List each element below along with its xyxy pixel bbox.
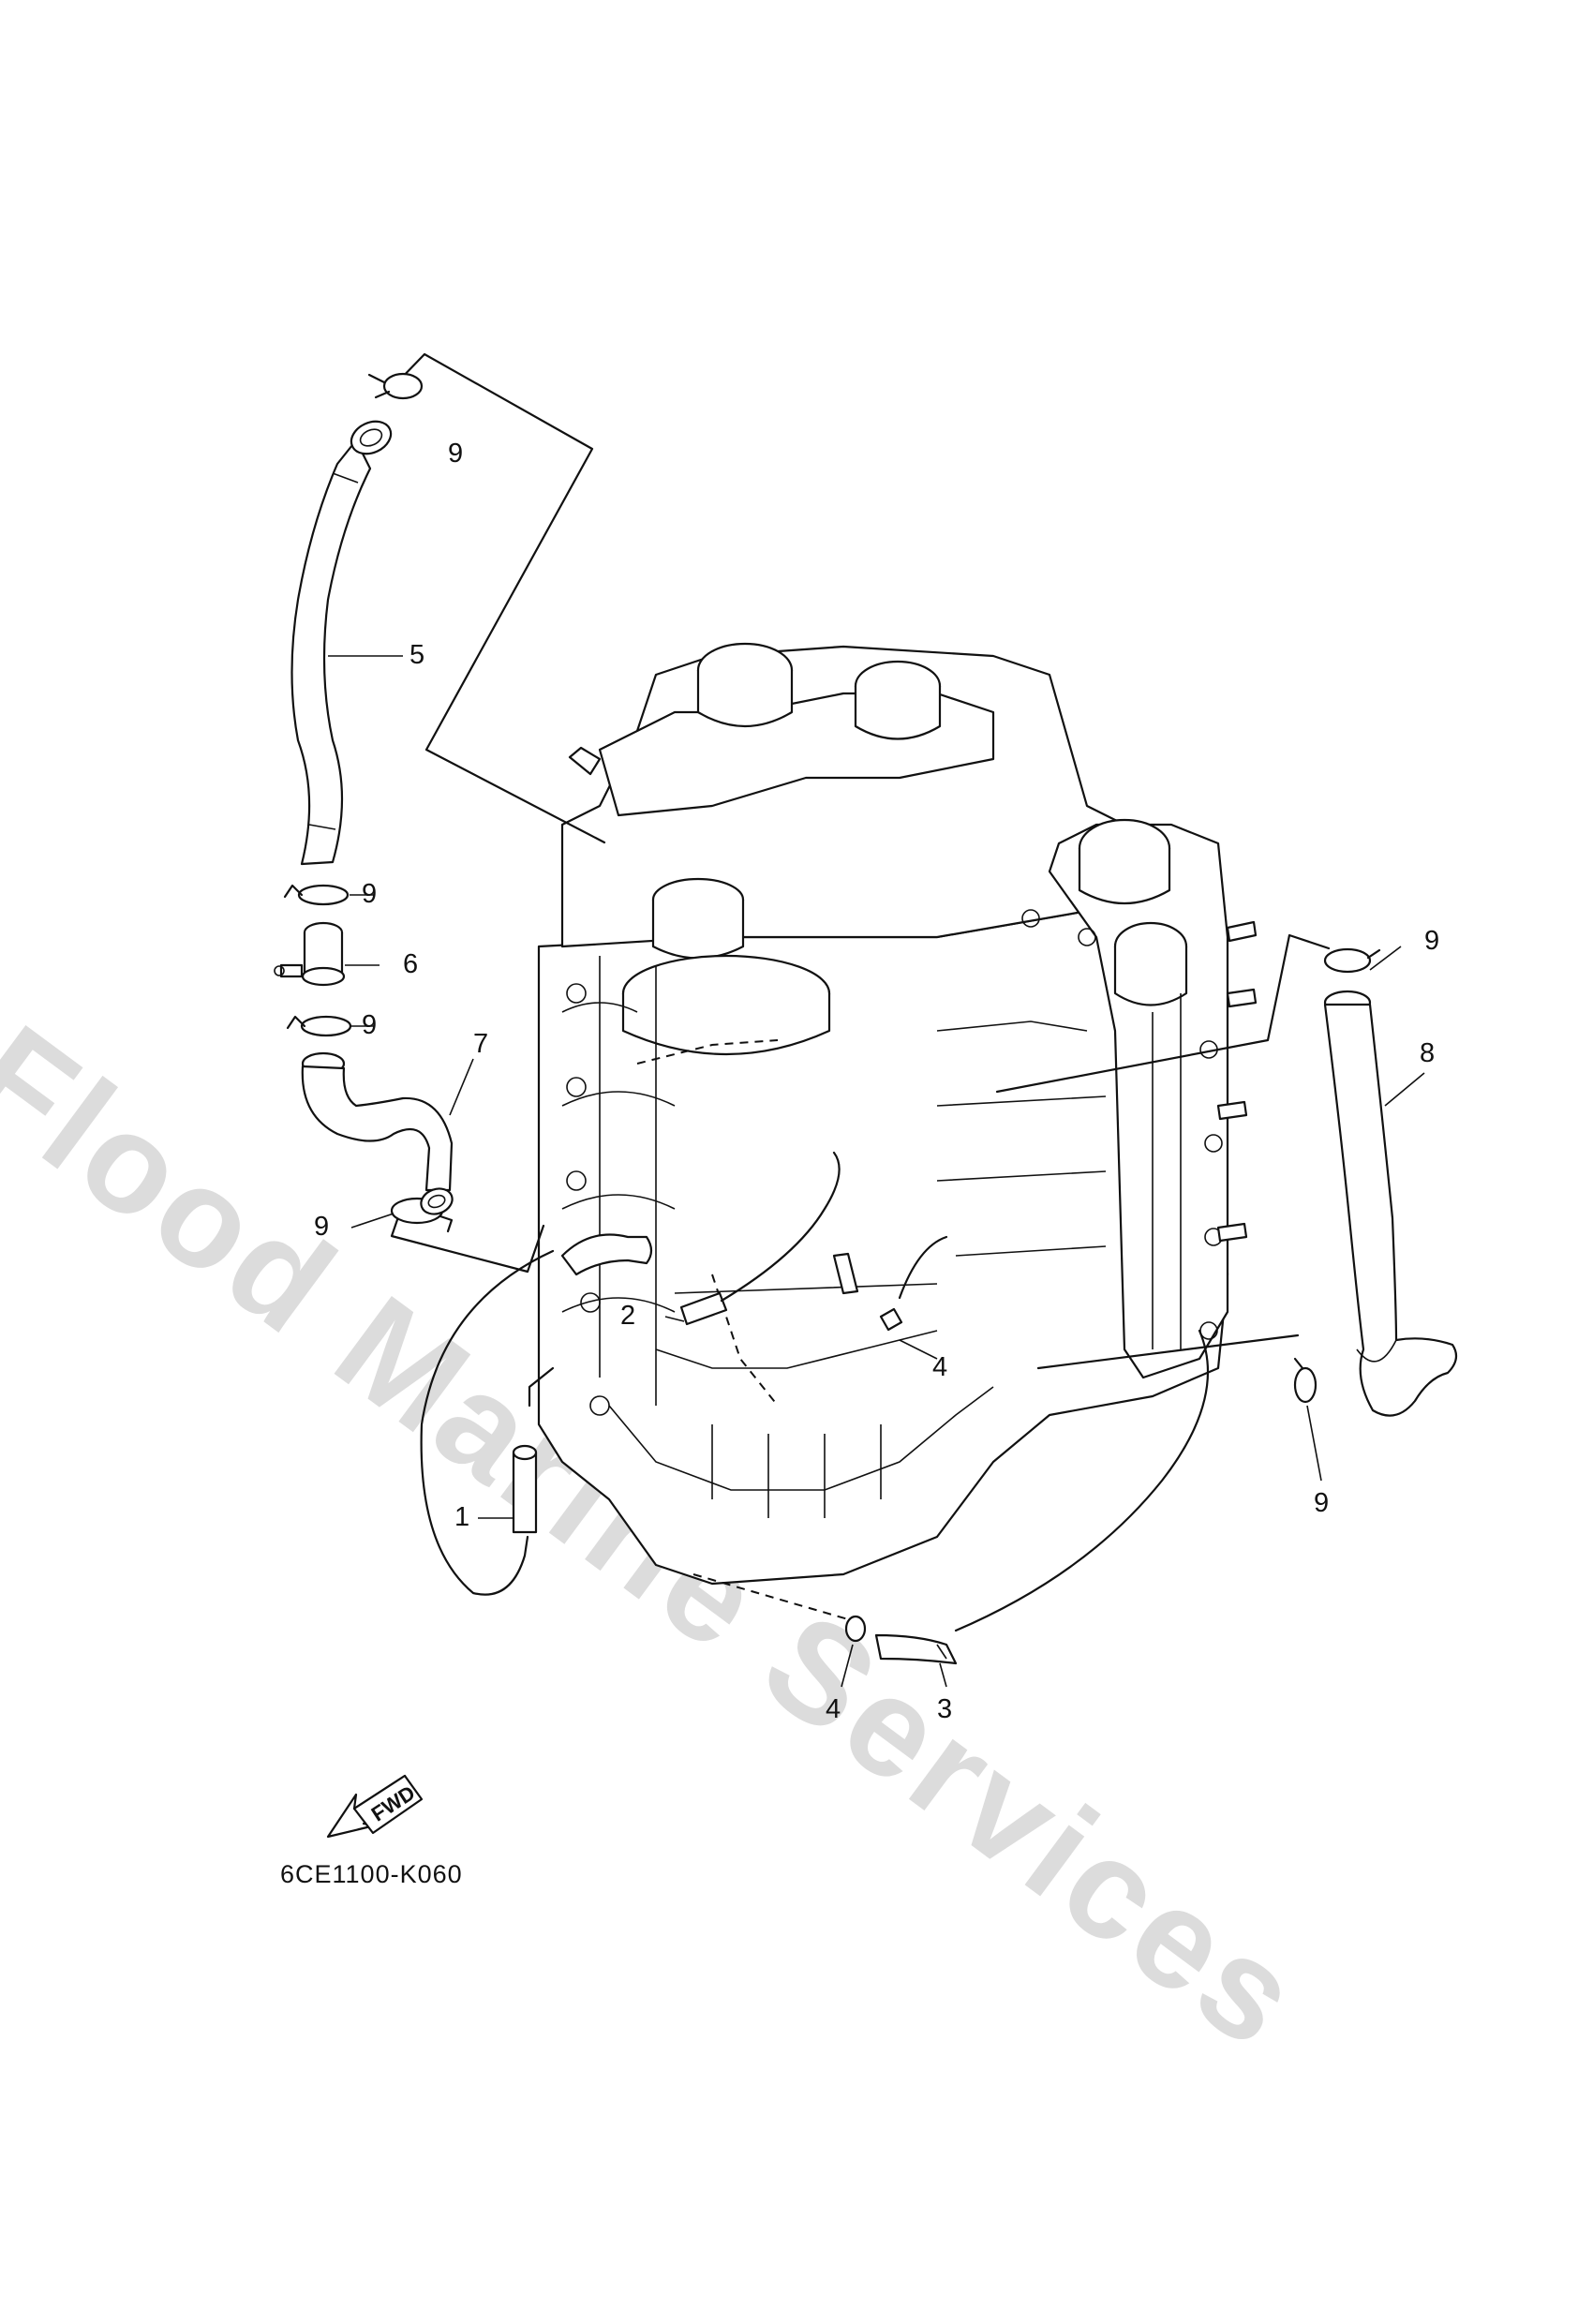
callout-9-right: 9 (1424, 926, 1440, 956)
hose-8 (1323, 990, 1458, 1417)
callout-7: 7 (473, 1029, 489, 1059)
callout-3: 3 (937, 1694, 953, 1724)
callout-2: 2 (620, 1301, 636, 1331)
callout-8: 8 (1420, 1038, 1436, 1068)
callout-9-lower-right: 9 (1314, 1488, 1330, 1518)
callout-5: 5 (409, 640, 425, 670)
callout-4-upper: 4 (932, 1352, 948, 1382)
callout-1: 1 (454, 1502, 470, 1532)
callout-9-top: 9 (448, 439, 464, 469)
small-hoses (512, 1151, 958, 1665)
callout-9-upper: 9 (362, 879, 378, 909)
hose-7 (301, 1051, 454, 1215)
callout-4-lower: 4 (826, 1694, 841, 1724)
leader-lines (390, 352, 1331, 1632)
callout-9-left: 9 (314, 1212, 330, 1242)
hose-5 (290, 420, 393, 866)
callout-9-middle: 9 (362, 1010, 378, 1040)
callout-6: 6 (403, 949, 419, 979)
fwd-arrow-icon: FWD (326, 1774, 424, 1839)
drawing-code-label: 6CE1100-K060 (280, 1860, 463, 1888)
callout-leaders (328, 655, 1425, 1688)
engine-block (537, 642, 1258, 1586)
joint-6 (274, 921, 346, 987)
